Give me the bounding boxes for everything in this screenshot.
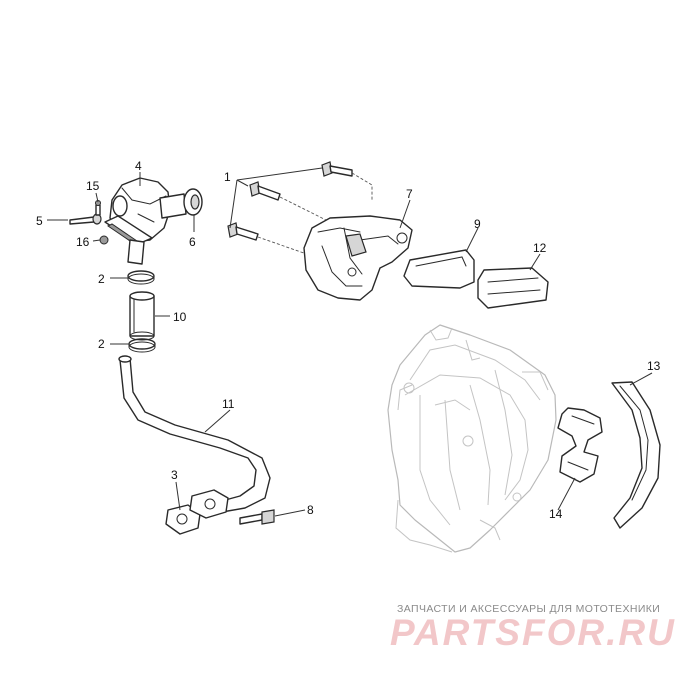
callout-2-lower: 2 <box>98 337 105 351</box>
callout-1: 1 <box>224 170 231 184</box>
callout-8: 8 <box>307 503 314 517</box>
reed-valve-bracket <box>303 215 413 301</box>
engine-cover-housing <box>387 324 557 553</box>
callout-10: 10 <box>173 310 187 324</box>
callout-13: 13 <box>647 359 661 373</box>
callout-4: 4 <box>135 159 142 173</box>
rubber-hose <box>129 291 155 341</box>
pipe-flange <box>189 489 229 519</box>
reed-valve-plate <box>477 267 549 309</box>
curved-seal-strip <box>611 381 661 529</box>
watermark-logo: PARTSFOR.RU <box>390 612 676 653</box>
gasket <box>165 504 201 535</box>
bolt-8 <box>239 509 275 525</box>
callout-3: 3 <box>171 468 178 482</box>
alignment-line-middle <box>279 196 331 223</box>
watermark-caption: ЗАПЧАСТИ И АКСЕССУАРЫ ДЛЯ МОТОТЕХНИКИ <box>397 603 661 615</box>
bolt-1-middle <box>249 181 281 201</box>
leader-lines <box>47 167 653 517</box>
callout-5: 5 <box>36 214 43 228</box>
reed-plate-seal <box>403 249 475 289</box>
callout-14: 14 <box>549 507 563 521</box>
callout-7: 7 <box>406 187 413 201</box>
callout-11: 11 <box>222 397 235 411</box>
callout-16: 16 <box>76 235 90 249</box>
air-pipe <box>118 355 271 513</box>
rubber-grommet <box>183 188 203 216</box>
air-valve-body <box>104 177 187 265</box>
alignment-line-top <box>351 172 373 200</box>
callout-6: 6 <box>189 235 196 249</box>
screw-5 <box>69 213 102 225</box>
callout-2-upper: 2 <box>98 272 105 286</box>
hose-clamp-upper <box>127 270 155 285</box>
bolt-1-bottom <box>227 222 259 241</box>
callout-12: 12 <box>533 241 547 255</box>
clip-plate <box>557 407 603 483</box>
pin-15 <box>95 200 101 216</box>
hose-clamp-lower <box>128 338 156 353</box>
callout-labels: 1 2 2 3 4 5 6 7 8 9 10 11 12 13 14 15 16 <box>36 159 661 521</box>
callout-15: 15 <box>86 179 100 193</box>
callout-9: 9 <box>474 217 481 231</box>
nut-16 <box>99 235 109 245</box>
bolt-1-top <box>321 161 353 177</box>
